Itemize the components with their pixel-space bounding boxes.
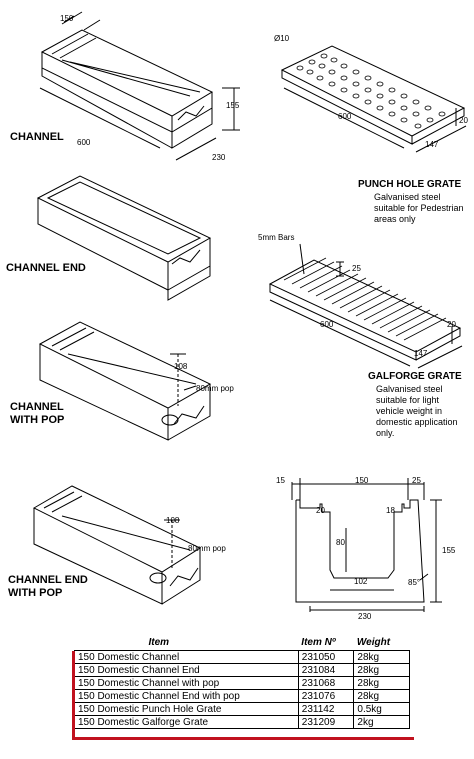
punch-hole-description: Galvanised steel suitable for Pedestrian… [374,192,464,224]
dim-sect-top: 150 [355,476,369,485]
dim-bars: 5mm Bars [258,233,295,242]
cell-item-no: 231050 [297,650,355,664]
dim-hole-diameter: Ø10 [274,34,290,43]
channel-end-with-pop-label: CHANNEL END WITH POP [8,574,88,599]
dim-pop-label-1: 80mm pop [196,384,234,393]
dim-pop-height-1: 108 [174,362,188,371]
cell-weight: 2kg [353,715,410,729]
galforge-grate-drawing [268,243,463,369]
dim-sect-angle: 85° [408,578,421,587]
dim-grate-length: 600 [338,112,352,121]
cell-item: 150 Domestic Galforge Grate [74,715,299,729]
dim-galforge-depth: 20 [447,320,456,329]
cell-weight: 28kg [353,650,410,664]
table-accent-bottom [72,737,414,740]
dim-sect-lip-right: 18 [386,506,395,515]
punch-hole-grate-drawing [280,45,467,153]
cell-item-no: 231209 [297,715,355,729]
channel-drawing [39,11,240,161]
header-item-no: Item Nº [301,636,336,648]
channel-end-with-pop-drawing [32,485,202,605]
cell-weight: 0.5kg [353,702,410,716]
cell-item: 150 Domestic Channel [74,650,299,664]
dim-galforge-width: 147 [414,349,428,358]
channel-end-drawing [36,175,212,301]
channel-with-pop-label: CHANNEL WITH POP [10,401,65,426]
table-row: 150 Domestic Galforge Grate 231209 2kg [74,715,410,729]
cell-item-no: 231084 [297,663,355,677]
cell-item: 150 Domestic Punch Hole Grate [74,702,299,716]
table-row: 150 Domestic Punch Hole Grate 231142 0.5… [74,702,410,716]
channel-with-pop-drawing [38,321,212,441]
table-row: 150 Domestic Channel 231050 28kg [74,650,410,664]
channel-label: CHANNEL [10,131,64,143]
punch-hole-grate-label: PUNCH HOLE GRATE [358,179,462,190]
table-accent-left [72,651,75,738]
dim-sect-inner: 80 [336,538,345,547]
dim-sect-right: 25 [412,476,421,485]
dim-sect-invert: 102 [354,577,368,586]
dim-bar-spacing: 25 [352,264,361,273]
product-drawings [32,11,467,612]
galforge-description: Galvanised steel suitable for light vehi… [376,384,458,438]
dim-sect-lip-left: 20 [316,506,325,515]
dim-pop-label-2: 80mm pop [188,544,226,553]
header-weight: Weight [356,636,391,648]
dim-sect-height: 155 [442,546,456,555]
dim-sect-base: 230 [358,612,372,621]
cell-item: 150 Domestic Channel with pop [74,676,299,690]
cell-weight: 28kg [353,663,410,677]
cell-item-no: 231142 [297,702,355,716]
product-table: Item Item Nº Weight 150 Domestic Channel… [74,634,410,729]
table-row: 150 Domestic Channel End 231084 28kg [74,663,410,677]
cell-item: 150 Domestic Channel End with pop [74,689,299,703]
cell-weight: 28kg [353,689,410,703]
table-header-row: Item Item Nº Weight [75,634,410,651]
dim-grate-width: 147 [425,140,439,149]
header-item: Item [148,636,170,648]
dim-pop-height-2: 108 [166,516,180,525]
cell-item: 150 Domestic Channel End [74,663,299,677]
dim-galforge-length: 600 [320,320,334,329]
dim-sect-left: 15 [276,476,285,485]
galforge-grate-label: GALFORGE GRATE [368,371,462,382]
dim-grate-depth: 20 [459,116,468,125]
channel-section-drawing [291,478,442,612]
cell-item-no: 231076 [297,689,355,703]
dim-channel-base: 230 [212,153,226,162]
table-row: 150 Domestic Channel End with pop 231076… [74,689,410,703]
dim-channel-height: 155 [226,101,240,110]
channel-end-label: CHANNEL END [6,262,86,274]
cell-item-no: 231068 [297,676,355,690]
dim-channel-width: 150 [60,14,74,23]
cell-weight: 28kg [353,676,410,690]
table-row: 150 Domestic Channel with pop 231068 28k… [74,676,410,690]
dim-channel-length: 600 [77,138,91,147]
